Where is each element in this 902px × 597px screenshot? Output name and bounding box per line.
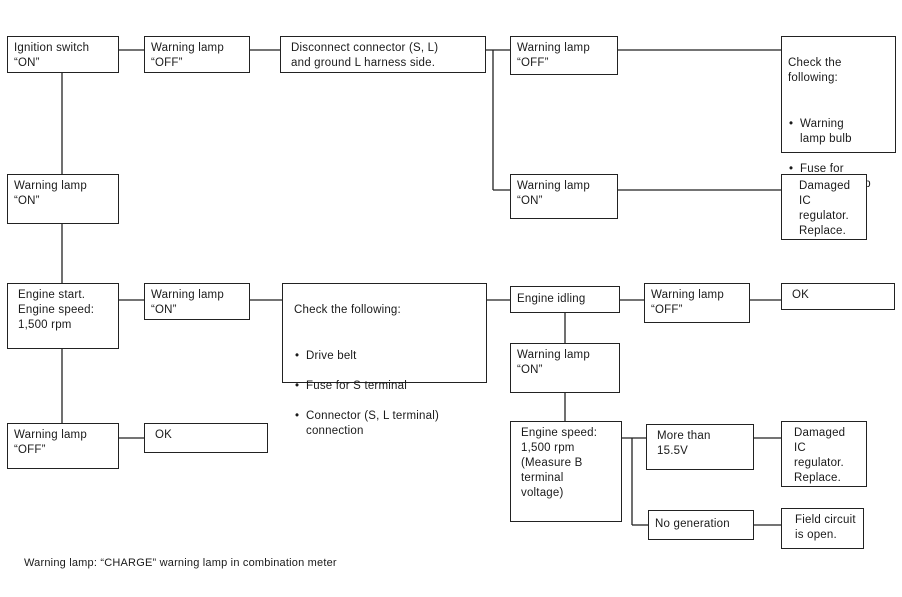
footnote: Warning lamp: “CHARGE” warning lamp in c… (24, 557, 337, 569)
damaged-ic-regulator-box-1: Damaged IC regulator. Replace. (781, 174, 867, 240)
no-generation-box: No generation (648, 510, 754, 540)
check2-item: Fuse for S terminal (295, 379, 480, 394)
engine-idling-box: Engine idling (510, 286, 620, 313)
check2-item: Drive belt (295, 349, 480, 364)
check-following-box: Check the following: Drive belt Fuse for… (282, 283, 487, 437)
warning-lamp-on-box-4: Warning lamp “ON” (510, 343, 620, 393)
warning-lamp-off-box-2: Warning lamp “OFF” (510, 36, 618, 75)
engine-speed-box: Engine speed: 1,500 rpm (Measure B termi… (510, 421, 622, 522)
ok-box-2: OK (144, 423, 268, 453)
check2-item: Connector (S, L terminal) connection (295, 409, 480, 439)
check2-heading: Check the following: (294, 304, 401, 316)
field-circuit-open-box: Field circuit is open. (781, 508, 864, 549)
warning-lamp-off-box-1: Warning lamp “OFF” (144, 36, 250, 73)
check-warning-lamp-box: Check the following: Warning lamp bulb F… (781, 36, 896, 190)
check-item: Warning lamp bulb (789, 117, 889, 147)
warning-lamp-on-box-3: Warning lamp “ON” (144, 283, 250, 320)
warning-lamp-off-box-3: Warning lamp “OFF” (644, 283, 750, 323)
disconnect-connector-box: Disconnect connector (S, L) and ground L… (280, 36, 486, 73)
damaged-ic-regulator-box-2: Damaged IC regulator. Replace. (781, 421, 867, 487)
check2-list: Drive belt Fuse for S terminal Connector… (294, 334, 480, 454)
ok-box-1: OK (781, 283, 895, 310)
check-heading: Check the following: (788, 57, 842, 84)
engine-start-box: Engine start. Engine speed: 1,500 rpm (7, 283, 119, 349)
warning-lamp-on-box-2: Warning lamp “ON” (510, 174, 618, 219)
more-than-15v-box: More than 15.5V (646, 424, 754, 470)
ignition-switch-on-box: Ignition switch “ON” (7, 36, 119, 73)
warning-lamp-on-box-1: Warning lamp “ON” (7, 174, 119, 224)
warning-lamp-off-box-4: Warning lamp “OFF” (7, 423, 119, 469)
